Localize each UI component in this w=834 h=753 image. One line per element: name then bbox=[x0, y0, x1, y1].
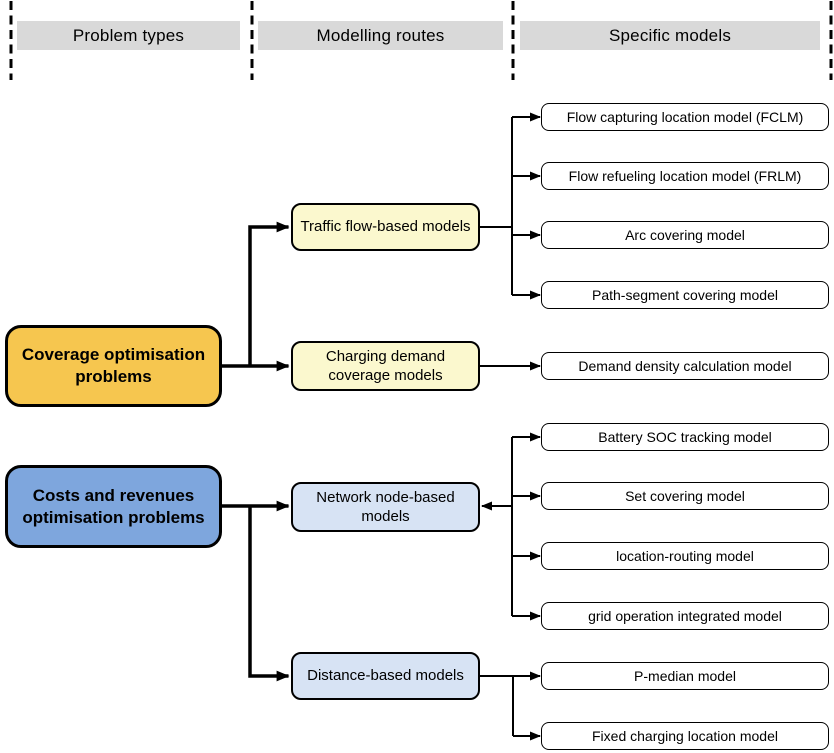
route-box-traffic-flow-based: Traffic flow-based models bbox=[291, 203, 480, 251]
model-box-flow-capturing-fclm: Flow capturing location model (FCLM) bbox=[541, 103, 829, 131]
model-box-flow-refueling-frlm: Flow refueling location model (FRLM) bbox=[541, 162, 829, 190]
model-box-set-covering: Set covering model bbox=[541, 482, 829, 510]
model-box-arc-covering: Arc covering model bbox=[541, 221, 829, 249]
model-box-location-routing: location-routing model bbox=[541, 542, 829, 570]
problem-box-costs-revenues-optimisation: Costs and revenues optimisation problems bbox=[5, 465, 222, 548]
column-header-specific-models: Specific models bbox=[520, 21, 820, 50]
route-box-charging-demand-coverage: Charging demand coverage models bbox=[291, 341, 480, 391]
model-box-demand-density-calculation: Demand density calculation model bbox=[541, 352, 829, 380]
column-header-problem-types: Problem types bbox=[17, 21, 240, 50]
route-box-distance-based: Distance-based models bbox=[291, 652, 480, 700]
problem-to-route-arrows bbox=[222, 221, 290, 682]
problem-box-coverage-optimisation: Coverage optimisation problems bbox=[5, 325, 222, 407]
model-box-grid-operation-integrated: grid operation integrated model bbox=[541, 602, 829, 630]
model-box-fixed-charging-location: Fixed charging location model bbox=[541, 722, 829, 750]
model-box-path-segment-covering: Path-segment covering model bbox=[541, 281, 829, 309]
route-to-model-connectors bbox=[480, 112, 541, 741]
model-box-p-median: P-median model bbox=[541, 662, 829, 690]
model-box-battery-soc-tracking: Battery SOC tracking model bbox=[541, 423, 829, 451]
column-header-modelling-routes: Modelling routes bbox=[258, 21, 503, 50]
route-box-network-node-based: Network node-based models bbox=[291, 482, 480, 532]
